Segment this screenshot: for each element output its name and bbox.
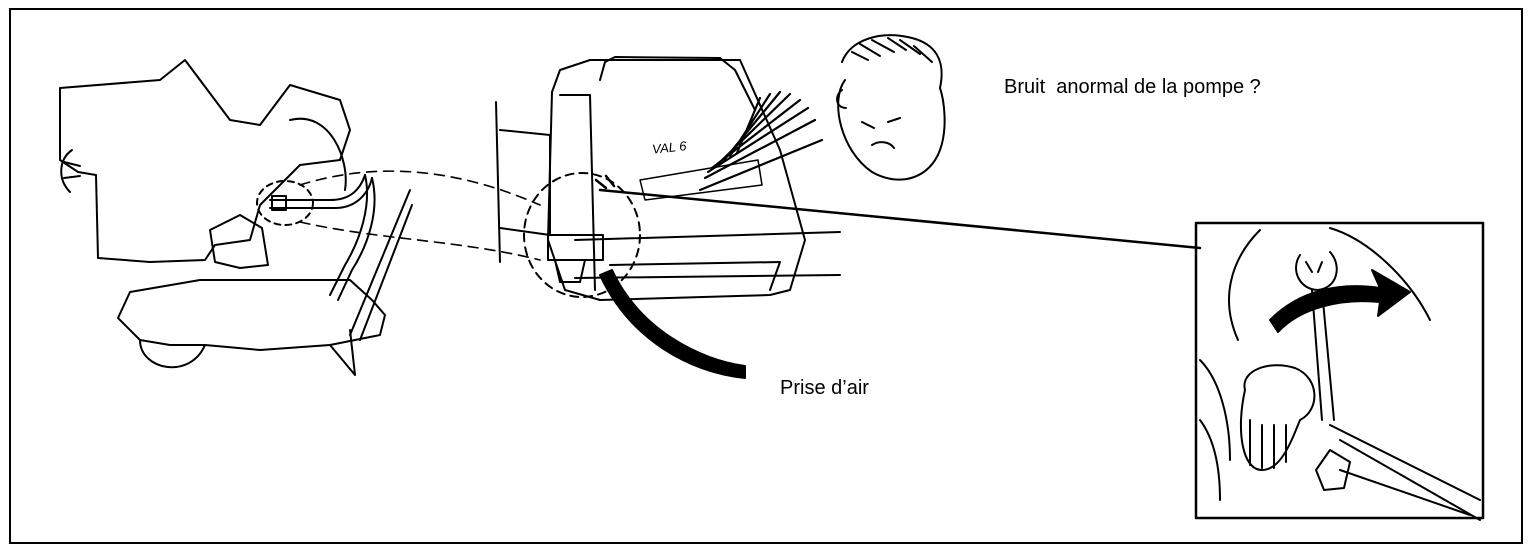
worried-face-drawing [836, 34, 946, 181]
inset-wrench-detail [1194, 221, 1485, 521]
figure-frame [9, 8, 1523, 544]
leader-line [598, 188, 1202, 250]
noise-waves [698, 90, 824, 192]
vehicle-drawing [59, 59, 413, 376]
noise-question-label: Bruit anormal de la pompe ? [1004, 76, 1261, 98]
projection-lines [299, 170, 541, 261]
air-intake-label: Prise d’air [780, 377, 869, 399]
heater-unit-drawing [495, 56, 841, 379]
